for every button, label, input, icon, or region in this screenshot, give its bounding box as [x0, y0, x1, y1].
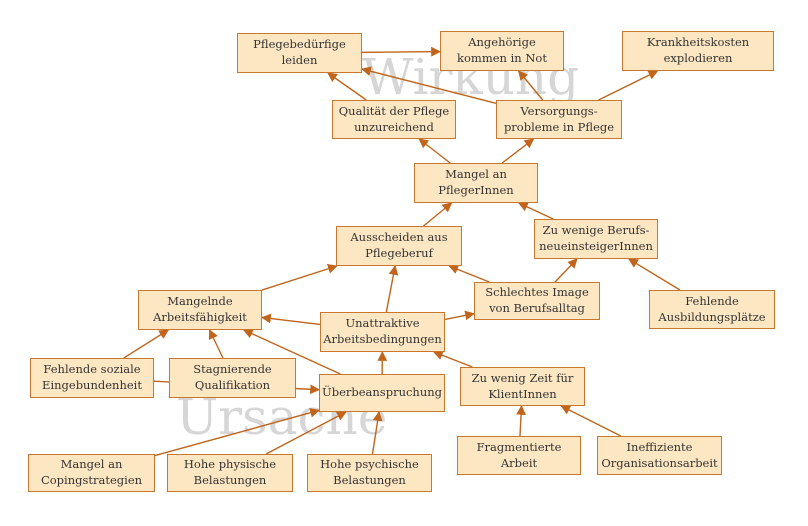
- arrow-unattraktive-to-ausscheiden: [385, 265, 399, 313]
- arrow-versorgung-to-angehoerige: [518, 70, 544, 101]
- node-stagnierende: Stagnierende Qualifikation: [169, 358, 296, 398]
- arrow-hohe-physische-to-ueberbeanspruchung: [265, 411, 347, 455]
- arrow-schlechtes-image-to-ausscheiden: [448, 264, 490, 283]
- arrow-mangel-coping-to-ueberbeanspruchung: [154, 407, 320, 457]
- arrow-fehlende-ausbildung-to-zu-wenige-berufs: [628, 258, 681, 291]
- node-schlechtes-image: Schlechtes Image von Berufsalltag: [474, 282, 600, 320]
- arrow-versorgung-to-krankheitskosten: [598, 70, 659, 101]
- arrow-zu-wenig-zeit-to-unattraktive: [432, 350, 473, 368]
- node-mangel-coping: Mangel an Copingstrategien: [28, 454, 155, 492]
- node-fragmentierte: Fragmentierte Arbeit: [457, 436, 581, 475]
- arrow-ausscheiden-to-mangel-pfleger: [423, 202, 453, 227]
- node-ueberbeanspruchung: Überbeanspruchung: [319, 374, 445, 412]
- node-fehlende-soziale: Fehlende soziale Eingebundenheit: [30, 358, 154, 398]
- node-mangel-pfleger: Mangel an PflegerInnen: [414, 163, 538, 203]
- arrow-qualitaet-to-pflegebeduerftige: [327, 72, 367, 101]
- node-pflegebeduerftige: Pflegebedürfige leiden: [237, 33, 362, 73]
- arrow-mangel-pfleger-to-versorgung: [501, 138, 535, 164]
- arrow-pflegebeduerftige-to-angehoerige: [361, 46, 441, 57]
- node-unattraktive: Unattraktive Arbeitsbedingungen: [320, 312, 445, 352]
- arrow-mangel-pfleger-to-qualitaet: [418, 138, 451, 164]
- arrow-mangelnde-arbeit-to-ausscheiden: [261, 264, 338, 291]
- node-ausscheiden: Ausscheiden aus Pflegeberuf: [336, 226, 462, 266]
- node-fehlende-ausbildung: Fehlende Ausbildungsplätze: [649, 290, 775, 329]
- node-versorgung: Versorgungs- probleme in Pflege: [496, 100, 622, 139]
- arrow-fehlende-soziale-to-mangelnde-arbeit: [123, 329, 170, 359]
- arrow-hohe-psychische-to-ueberbeanspruchung: [371, 411, 383, 455]
- node-qualitaet: Qualität der Pflege unzureichend: [332, 100, 456, 139]
- arrow-fragmentierte-to-zu-wenig-zeit: [516, 405, 526, 437]
- arrow-ueberbeanspruchung-to-mangelnde-arbeit: [242, 329, 341, 375]
- node-angehoerige: Angehörige kommen in Not: [440, 31, 564, 71]
- arrow-schlechtes-image-to-zu-wenige-berufs: [554, 258, 578, 283]
- arrow-unattraktive-to-mangelnde-arbeit: [261, 313, 321, 326]
- arrow-unattraktive-to-schlechtes-image: [444, 310, 475, 321]
- node-hohe-psychische: Hohe psychische Belastungen: [307, 454, 432, 492]
- arrow-stagnierende-to-mangelnde-arbeit: [208, 329, 224, 359]
- node-hohe-physische: Hohe physische Belastungen: [167, 454, 293, 492]
- arrow-zu-wenige-berufs-to-mangel-pfleger: [517, 202, 554, 220]
- arrow-ineffiziente-to-zu-wenig-zeit: [560, 405, 622, 437]
- arrow-versorgung-to-pflegebeduerftige: [361, 66, 497, 105]
- node-ineffiziente: Ineffiziente Organisationsarbeit: [597, 436, 722, 475]
- node-mangelnde-arbeit: Mangelnde Arbeitsfähigkeit: [138, 290, 262, 330]
- node-zu-wenige-berufs: Zu wenige Berufs- neueinsteigerInnen: [534, 219, 658, 259]
- node-zu-wenig-zeit: Zu wenig Zeit für KlientInnen: [460, 367, 585, 406]
- node-krankheitskosten: Krankheitskosten explodieren: [622, 31, 774, 71]
